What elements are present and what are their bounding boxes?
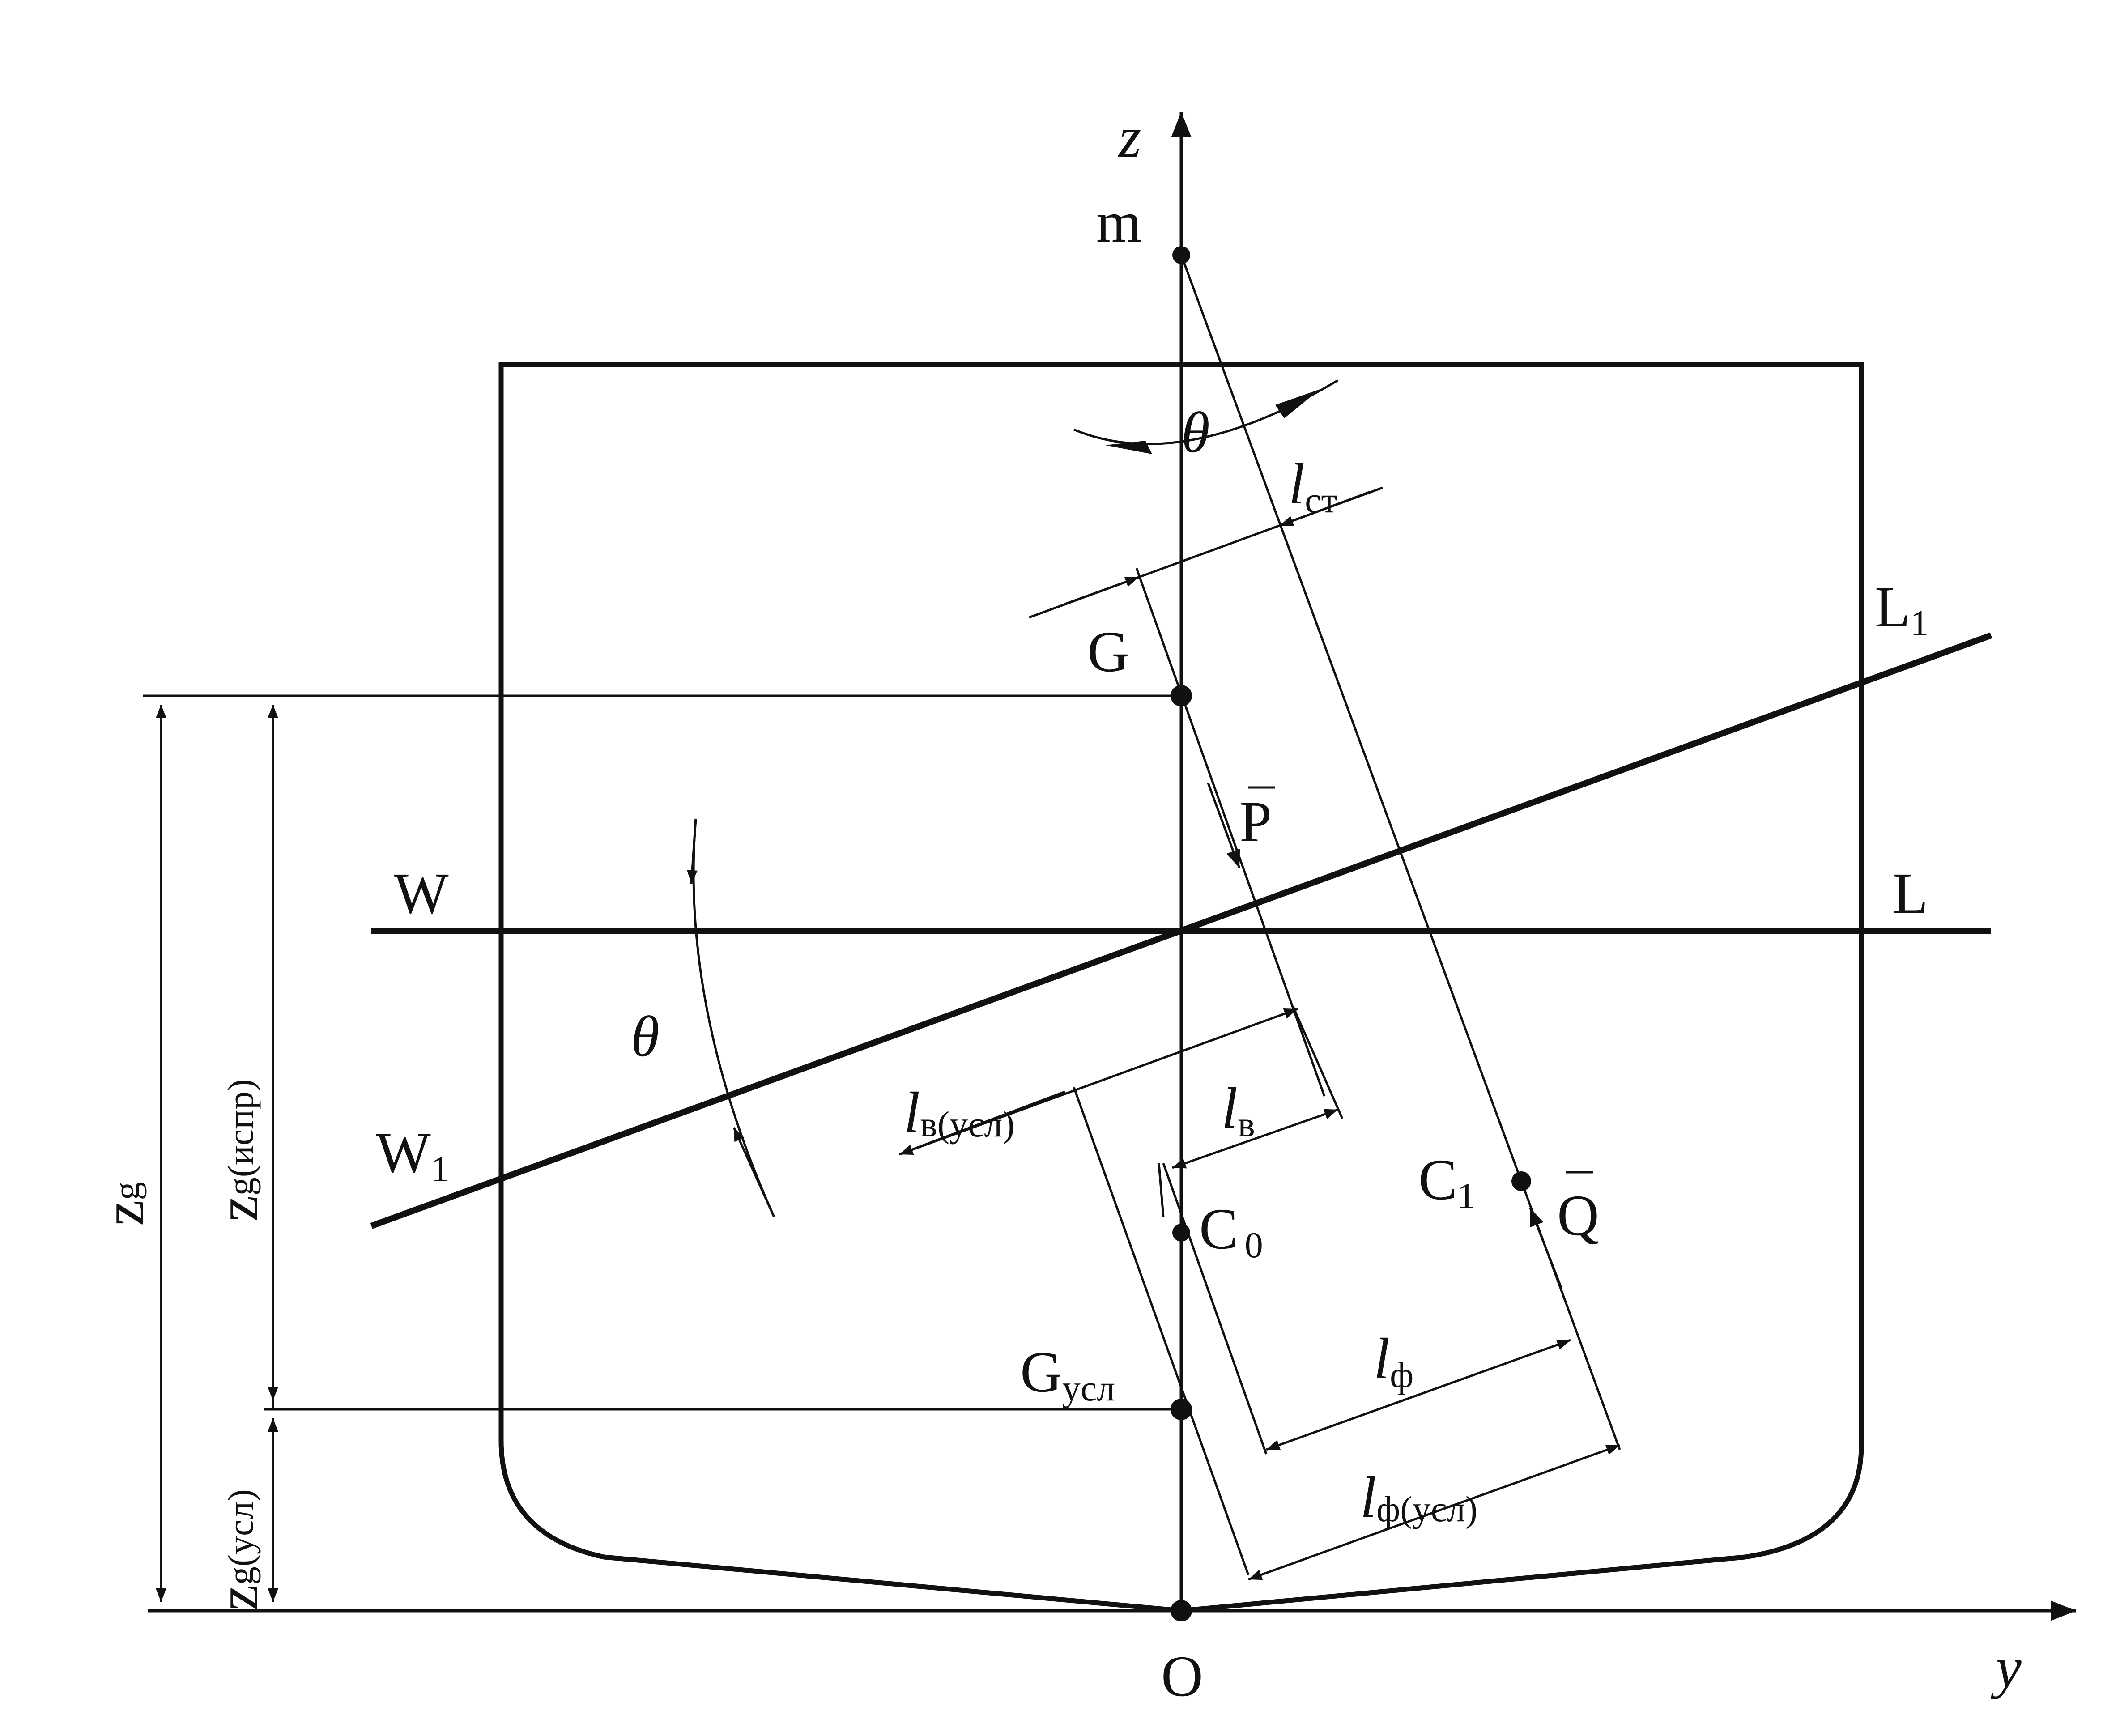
- label-zg-ispr: zg(испр): [206, 1079, 270, 1221]
- label-Q-bar: Q: [1557, 1171, 1599, 1248]
- svg-text:P: P: [1239, 790, 1272, 854]
- dim-l-v-usl-ext: [899, 1090, 1065, 1156]
- line-through-Gusl: [1073, 1087, 1250, 1575]
- label-L: L: [1893, 861, 1928, 926]
- svg-text:Q: Q: [1557, 1183, 1599, 1248]
- dim-l-v: [1172, 1108, 1338, 1169]
- dim-l-f: [1266, 1339, 1571, 1451]
- force-Q-arrow: [1529, 1208, 1563, 1289]
- label-zg-usl: zg(усл): [206, 1489, 270, 1611]
- label-G-usl: Gусл: [1020, 1340, 1115, 1408]
- line-m-C1: [1180, 255, 1523, 1182]
- dim-l-st-arrow-right: [1279, 491, 1370, 527]
- label-m: m: [1096, 190, 1141, 255]
- theta-arrow-top-right: [1275, 389, 1320, 418]
- theta-arrow-top-left: [1105, 441, 1152, 454]
- hull-outline: [498, 362, 1864, 1613]
- dim-l-st-arrow-left: [1064, 576, 1139, 605]
- theta-arrow-left-bot: [732, 1127, 775, 1218]
- label-theta-left: θ: [631, 1004, 660, 1069]
- theta-arc-left: [692, 818, 775, 1218]
- label-O: O: [1161, 1644, 1203, 1709]
- point-G-usl: [1171, 1399, 1192, 1420]
- waterline-W1L1: [370, 632, 1992, 1229]
- label-L1: L1: [1875, 575, 1928, 643]
- label-l-f-usl: lф(усл): [1360, 1465, 1477, 1530]
- force-P-arrow: [1207, 783, 1241, 868]
- line-through-C0: [1162, 1163, 1268, 1455]
- point-G: [1171, 685, 1192, 706]
- point-C1: [1511, 1171, 1531, 1191]
- label-l-f: lф: [1374, 1327, 1413, 1395]
- label-theta-top: θ: [1181, 400, 1210, 465]
- label-G: G: [1087, 620, 1129, 684]
- label-l-v: lв: [1222, 1076, 1255, 1145]
- label-y-axis: y: [1991, 1635, 2022, 1700]
- point-O: [1171, 1600, 1192, 1621]
- label-W: W: [394, 861, 449, 926]
- label-l-st: lст: [1289, 452, 1337, 520]
- label-W1: W1: [376, 1121, 449, 1189]
- label-z-axis: z: [1118, 105, 1141, 170]
- ext-lv-top: [1292, 1006, 1344, 1119]
- theta-arrow-left-top: [687, 818, 698, 884]
- ext-C0-left: [1158, 1163, 1165, 1217]
- label-C1: C1: [1418, 1148, 1476, 1216]
- label-zg: zg: [92, 1182, 156, 1226]
- point-m: [1172, 246, 1190, 264]
- label-l-v-usl: lв(усл): [904, 1081, 1015, 1145]
- line-through-G: [1135, 568, 1326, 1097]
- label-P-bar: P: [1239, 786, 1275, 854]
- point-C0: [1172, 1224, 1190, 1242]
- dim-l-f-usl: [1248, 1444, 1620, 1581]
